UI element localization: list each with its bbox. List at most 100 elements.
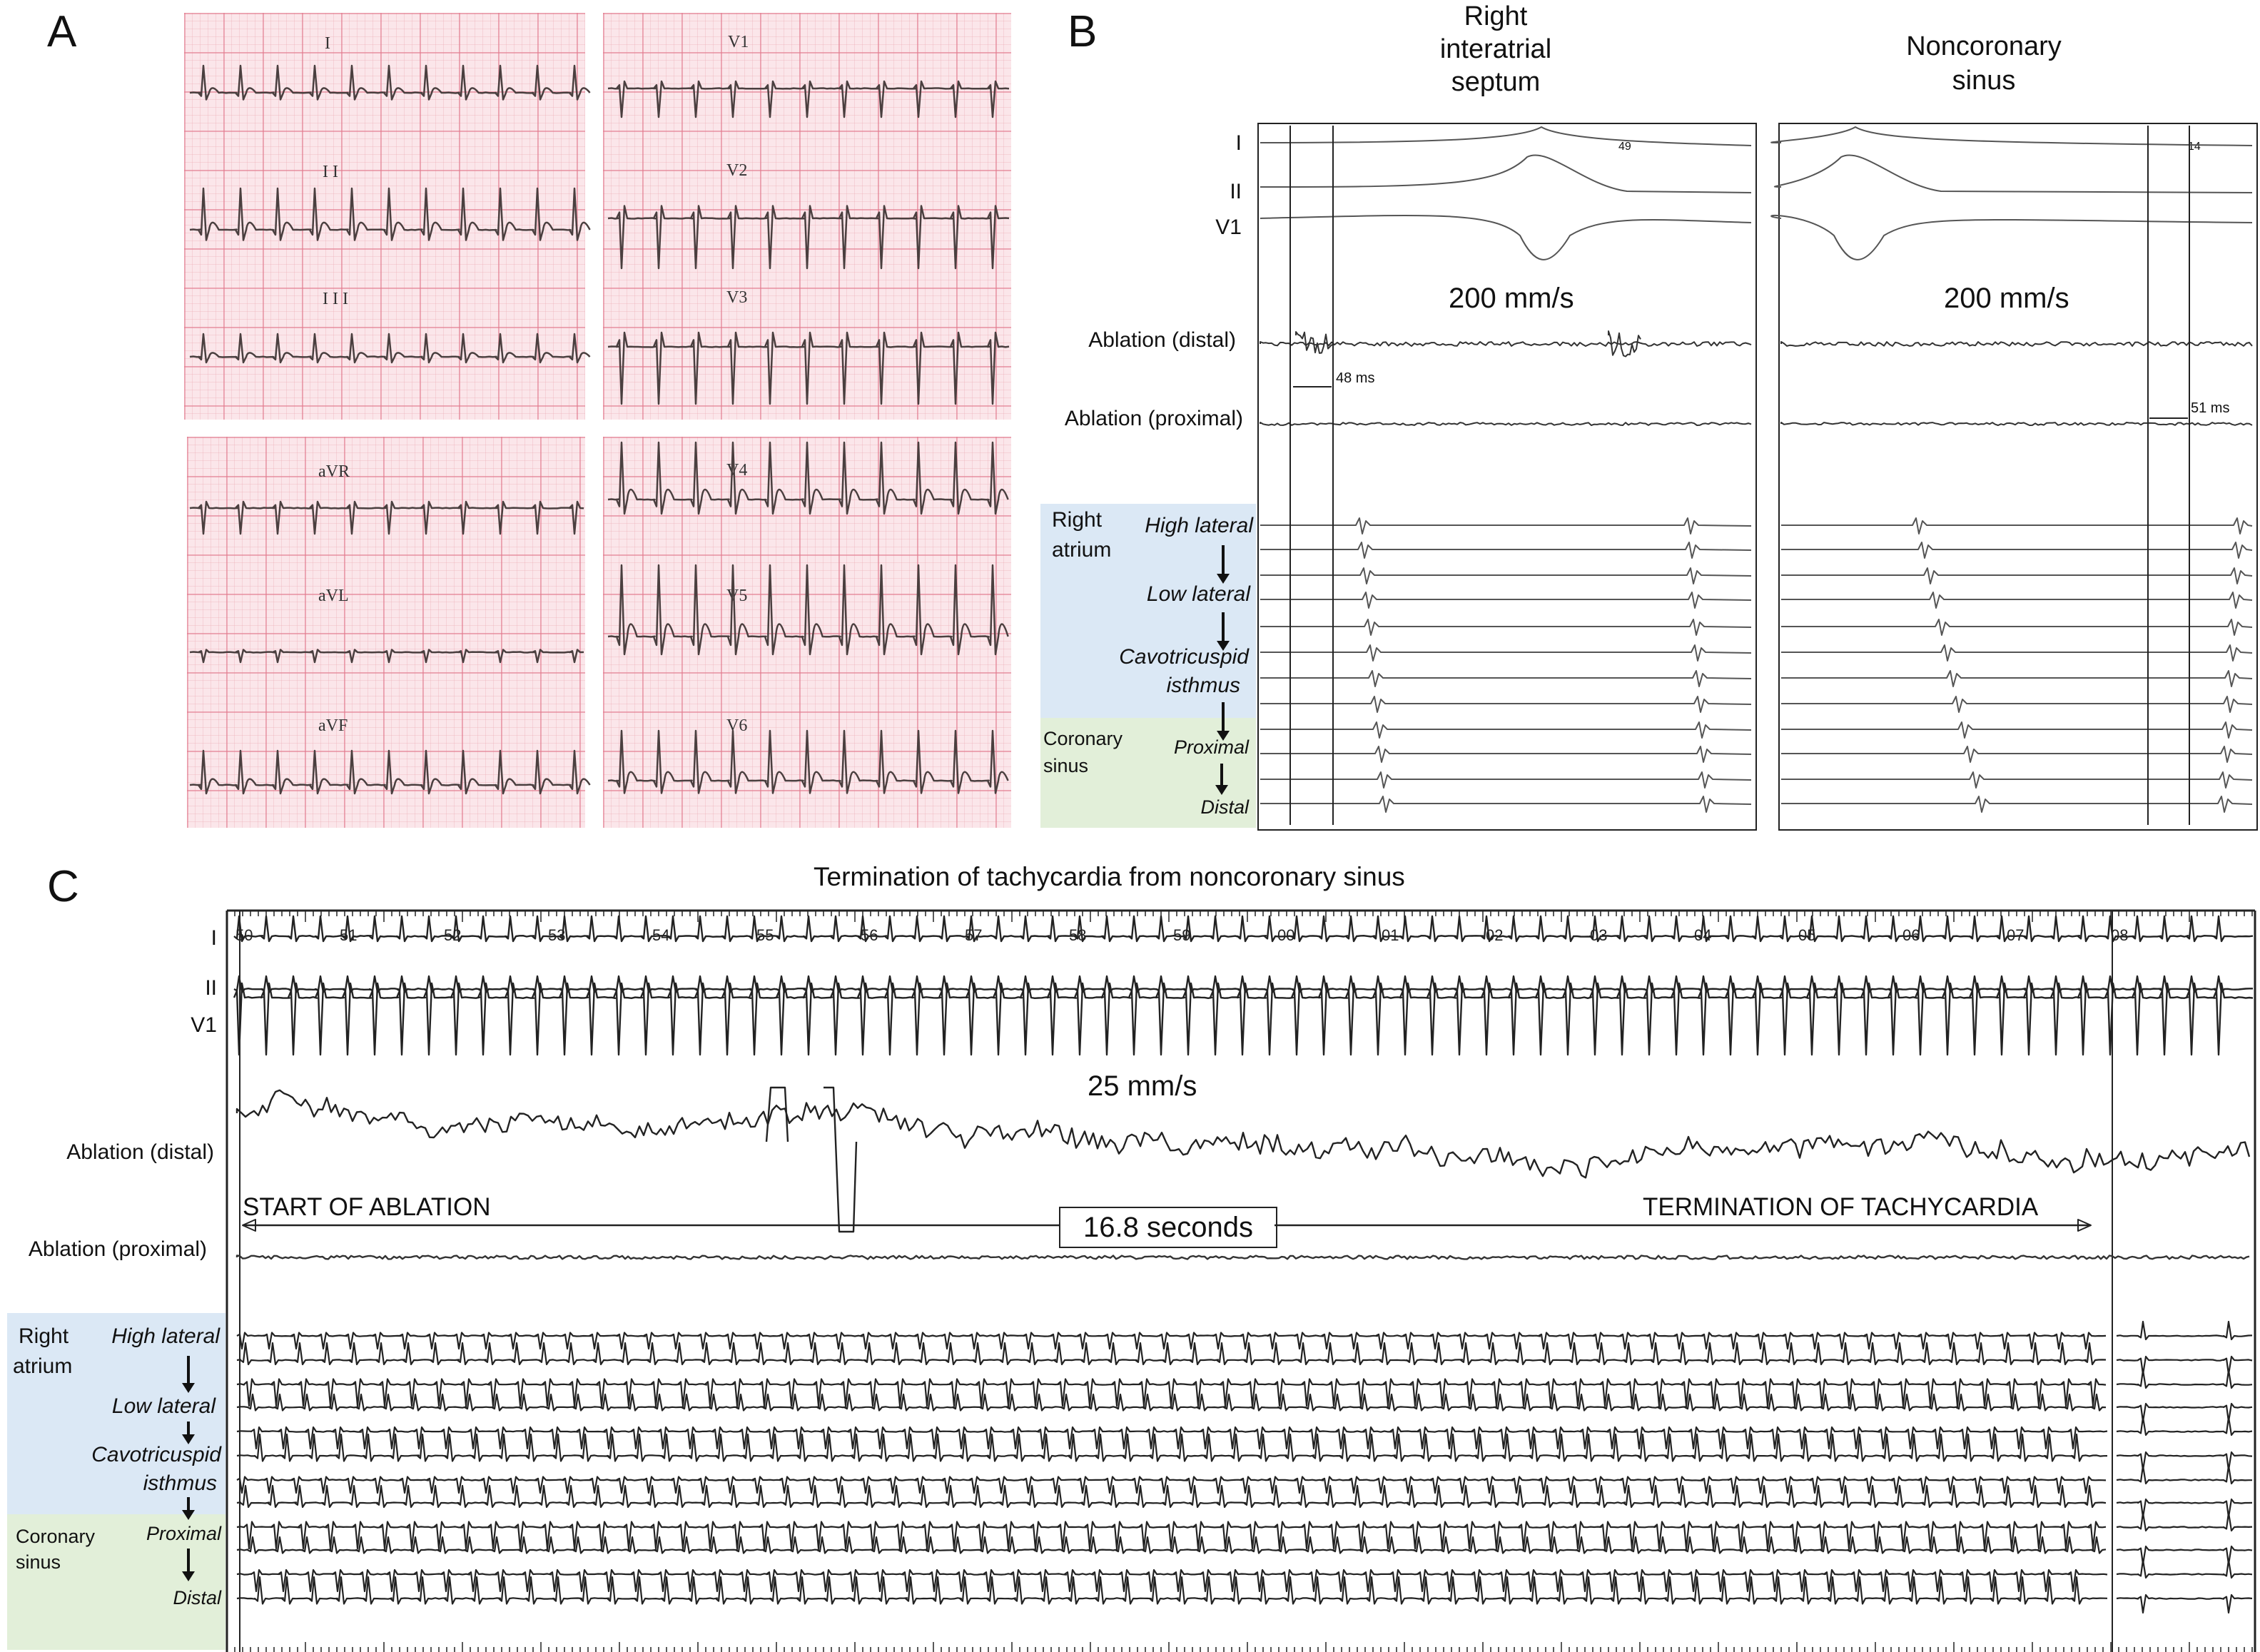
intracardiac-trace	[236, 1569, 2108, 1593]
termination-label: TERMINATION OF TACHYCARDIA	[1643, 1193, 2039, 1221]
intracardiac-trace	[1260, 670, 1752, 687]
ecg-lead-trace	[607, 80, 1010, 118]
intracardiac-trace	[236, 1426, 2108, 1450]
intracardiac-trace	[236, 1484, 2107, 1509]
down-arrow-icon	[1217, 612, 1230, 651]
down-arrow-icon	[182, 1549, 195, 1581]
lead-label: II	[1230, 180, 1242, 203]
low-lateral-label: Low lateral	[1146, 582, 1250, 606]
coronary-sinus-label: Coronary	[16, 1526, 96, 1547]
marker-number: 14	[2188, 141, 2201, 153]
lead-label: I	[1235, 131, 1242, 155]
intracardiac-trace	[1781, 644, 2253, 662]
start-of-ablation-label: START OF ABLATION	[243, 1193, 491, 1221]
distal-label: Distal	[1200, 796, 1249, 818]
cti-label: Cavotricuspid	[91, 1443, 221, 1466]
coronary-sinus-label: sinus	[1043, 755, 1089, 776]
coronary-sinus-band	[7, 1514, 226, 1650]
right-atrium-label: atrium	[1052, 538, 1112, 562]
proximal-label: Proximal	[1173, 736, 1249, 758]
ecg-lead-trace	[189, 500, 584, 535]
lead-label: V1	[1215, 216, 1242, 239]
intracardiac-trace	[236, 1433, 2108, 1462]
ablation-distal-label: Ablation (distal)	[1088, 328, 1236, 352]
ecg-card-limb-top	[184, 13, 585, 420]
time-tick-label: 00	[1277, 926, 1294, 944]
intracardiac-trace	[1781, 771, 2253, 789]
intracardiac-trace	[1781, 670, 2253, 687]
intracardiac-trace	[236, 1576, 2108, 1605]
col-title-line: Right	[1464, 1, 1528, 31]
intracardiac-trace	[236, 1332, 2107, 1350]
time-tick-label: 06	[1902, 926, 1920, 944]
fractionated-signal	[1608, 330, 1641, 358]
speed-label: 200 mm/s	[1449, 283, 1574, 314]
interval-label: 48 ms	[1336, 370, 1375, 386]
intracardiac-trace	[236, 1342, 2107, 1366]
ecg-card-precordial-bottom	[603, 437, 1011, 828]
tracing-box-ncs	[1778, 123, 2258, 831]
intracardiac-trace	[236, 1476, 2107, 1494]
ecg-lead-trace	[607, 441, 1009, 515]
tracing-box-septum	[1257, 123, 1757, 831]
down-arrow-icon	[1215, 764, 1228, 795]
saturation-artifact	[824, 1086, 858, 1233]
cti-label: isthmus	[143, 1471, 217, 1495]
intracardiac-trace	[236, 1536, 2107, 1554]
lead-label: I I	[323, 163, 338, 181]
intracardiac-trace	[2116, 1320, 2253, 1341]
lead-label: V1	[728, 33, 749, 51]
coronary-sinus-label: sinus	[16, 1551, 61, 1573]
lead-label: V6	[726, 716, 748, 735]
lead-label: I	[325, 34, 330, 53]
ablation-distal-trace	[235, 1089, 2251, 1179]
ecg-lead-trace	[189, 333, 591, 364]
proximal-label: Proximal	[146, 1523, 221, 1544]
ablation-distal-trace	[1260, 341, 1752, 347]
intracardiac-trace	[236, 1521, 2107, 1550]
intracardiac-trace	[1781, 542, 2253, 559]
ecg-lead-trace	[607, 729, 1009, 794]
surface-trace-v1	[233, 982, 2254, 1056]
lead-label: I I I	[323, 290, 348, 308]
col-title-line: Noncoronary	[1906, 31, 2062, 61]
surface-trace-v1	[1260, 214, 1752, 260]
intracardiac-trace	[2116, 1511, 2253, 1532]
down-arrow-icon	[182, 1422, 195, 1444]
coronary-sinus-label: Coronary	[1043, 728, 1123, 749]
surface-trace-i	[1260, 126, 1752, 146]
intracardiac-trace	[2116, 1498, 2253, 1519]
intracardiac-trace	[1781, 567, 2253, 584]
down-arrow-icon	[182, 1497, 195, 1520]
cti-label: isthmus	[1166, 674, 1240, 697]
intracardiac-trace	[1781, 796, 2253, 813]
col-title-line: sinus	[1952, 66, 2016, 96]
intracardiac-trace	[1781, 696, 2253, 713]
intracardiac-trace	[2116, 1402, 2253, 1423]
intracardiac-trace	[1781, 746, 2253, 763]
intracardiac-trace	[1260, 567, 1752, 584]
lead-label: V1	[191, 1013, 217, 1037]
right-atrium-label: atrium	[13, 1354, 73, 1378]
intracardiac-trace	[1781, 619, 2253, 636]
surface-trace-ii	[1260, 154, 1752, 193]
low-lateral-label: Low lateral	[111, 1394, 216, 1418]
lead-label: V5	[726, 587, 748, 605]
ecg-lead-trace	[189, 749, 591, 795]
lead-label: V3	[726, 288, 748, 307]
panel-c-title: Termination of tachycardia from noncoron…	[814, 862, 1405, 891]
intracardiac-trace	[236, 1378, 2107, 1407]
ablation-proximal-label: Ablation (proximal)	[28, 1237, 207, 1261]
intracardiac-trace	[1781, 592, 2253, 609]
ecg-card-precordial-top	[603, 13, 1011, 420]
right-atrium-band	[7, 1313, 226, 1514]
ecg-lead-trace	[607, 564, 1009, 656]
intracardiac-trace	[1260, 619, 1752, 636]
down-arrow-icon	[1217, 545, 1230, 584]
intracardiac-trace	[1260, 771, 1752, 789]
duration-box: 16.8 seconds	[1059, 1207, 1277, 1248]
intracardiac-trace	[1781, 517, 2253, 534]
lead-label: aVR	[318, 462, 350, 481]
intracardiac-trace	[1260, 517, 1752, 534]
